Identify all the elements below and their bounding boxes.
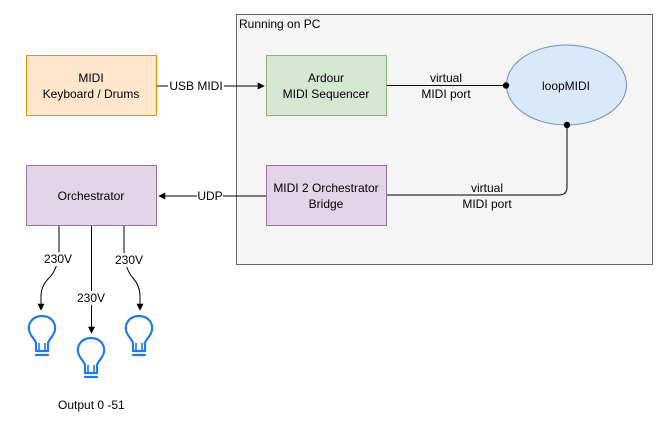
midi-keyboard-node[interactable]: MIDI Keyboard / Drums — [26, 55, 157, 116]
midi-keyboard-line2: Keyboard / Drums — [43, 87, 140, 101]
udp-label: UDP — [197, 189, 222, 203]
virtual-bottom-line1: virtual — [471, 181, 503, 195]
loopmidi-label: loopMIDI — [542, 79, 590, 93]
power-edge-right: 230V — [113, 226, 145, 311]
bulb-icon — [76, 336, 106, 379]
output-label: Output 0 -51 — [58, 398, 125, 412]
orchestrator-node[interactable]: Orchestrator — [26, 165, 157, 226]
power-middle-label: 230V — [77, 291, 105, 305]
bridge-line2: Bridge — [309, 197, 344, 211]
bulb-icon — [124, 314, 154, 357]
orchestrator-label: Orchestrator — [58, 189, 125, 203]
midi-keyboard-line1: MIDI — [78, 71, 103, 85]
usb-midi-edge: USB MIDI — [157, 79, 265, 93]
ardour-line1: Ardour — [308, 71, 344, 85]
virtual-top-line1: virtual — [430, 71, 462, 85]
loopmidi-node[interactable]: loopMIDI — [506, 44, 627, 126]
power-left-label: 230V — [44, 252, 72, 266]
usb-midi-label: USB MIDI — [169, 79, 222, 93]
bridge-node[interactable]: MIDI 2 Orchestrator Bridge — [266, 165, 387, 226]
bulb-icon — [27, 314, 57, 357]
bridge-line1: MIDI 2 Orchestrator — [273, 181, 378, 195]
ardour-node[interactable]: Ardour MIDI Sequencer — [266, 55, 387, 116]
virtual-port-edge-top: virtual MIDI port — [387, 71, 510, 101]
udp-edge: UDP — [158, 189, 266, 203]
power-edge-left: 230V — [37, 226, 74, 311]
connection-dot — [502, 82, 510, 89]
ardour-line2: MIDI Sequencer — [283, 87, 370, 101]
virtual-top-line2: MIDI port — [421, 87, 471, 101]
pc-group-label: Running on PC — [239, 17, 321, 31]
power-edge-middle: 230V — [75, 226, 107, 334]
connection-dot — [563, 121, 571, 129]
virtual-bottom-line2: MIDI port — [462, 197, 512, 211]
virtual-port-edge-bottom: virtual MIDI port — [387, 121, 571, 211]
power-right-label: 230V — [115, 253, 143, 267]
